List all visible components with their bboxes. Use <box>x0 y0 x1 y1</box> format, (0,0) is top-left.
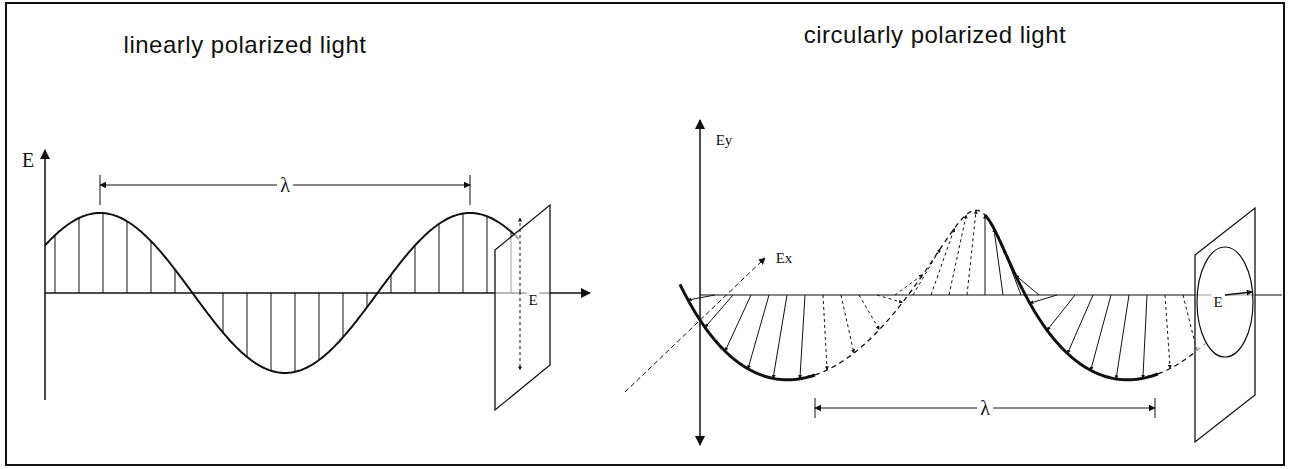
field-vector <box>1030 295 1057 303</box>
field-vector <box>247 293 248 357</box>
field-vector <box>271 293 272 371</box>
field-vector <box>1047 295 1075 330</box>
field-vector <box>1143 295 1147 378</box>
field-vector <box>705 295 733 327</box>
panel-heading: linearly polarized light <box>124 32 367 58</box>
field-vector <box>391 275 392 293</box>
field-vector <box>103 213 104 293</box>
frame <box>6 3 1284 465</box>
field-vector <box>319 293 320 360</box>
field-label: E <box>1211 294 1224 311</box>
field-vector <box>931 228 955 295</box>
field-vector <box>487 216 488 293</box>
field-vector <box>877 295 903 303</box>
axis-label: Ex <box>774 250 795 267</box>
helix-segment <box>815 210 985 375</box>
field-vector <box>223 293 224 333</box>
field-vector <box>725 295 751 351</box>
field-vector <box>841 295 854 353</box>
wavelength-label: λ <box>277 174 293 196</box>
wavelength-label: λ <box>977 397 993 419</box>
field-vector <box>1068 295 1094 354</box>
field-vector <box>463 214 464 293</box>
field-vector <box>295 293 296 372</box>
field-vector <box>859 295 879 330</box>
linear-wave <box>45 150 590 410</box>
field-vector <box>949 215 966 295</box>
helix-segment <box>985 215 1158 380</box>
field-vector <box>823 295 827 370</box>
field-vector <box>415 245 416 293</box>
field-vector <box>1116 295 1129 379</box>
axis-label: Ey <box>714 132 735 149</box>
field-vector <box>1165 295 1170 369</box>
field-vector <box>79 218 80 293</box>
field-vector <box>800 295 805 379</box>
field-label: E <box>526 292 539 309</box>
axis-label: E <box>19 149 37 171</box>
field-vector <box>895 275 923 296</box>
field-vector <box>967 210 976 295</box>
field-vector <box>985 215 986 295</box>
field-vector <box>773 295 787 378</box>
field-vector <box>1091 295 1111 370</box>
field-vector <box>151 241 152 293</box>
field-vector <box>127 221 128 293</box>
circular-wave <box>625 120 1282 445</box>
field-vector <box>439 224 440 293</box>
field-vector <box>688 295 715 300</box>
field-vector <box>175 270 176 293</box>
field-vector <box>343 293 344 337</box>
panel-heading: circularly polarized light <box>804 22 1066 48</box>
helix-segment <box>680 284 815 379</box>
field-vector <box>55 235 56 293</box>
field-vector <box>748 295 769 369</box>
